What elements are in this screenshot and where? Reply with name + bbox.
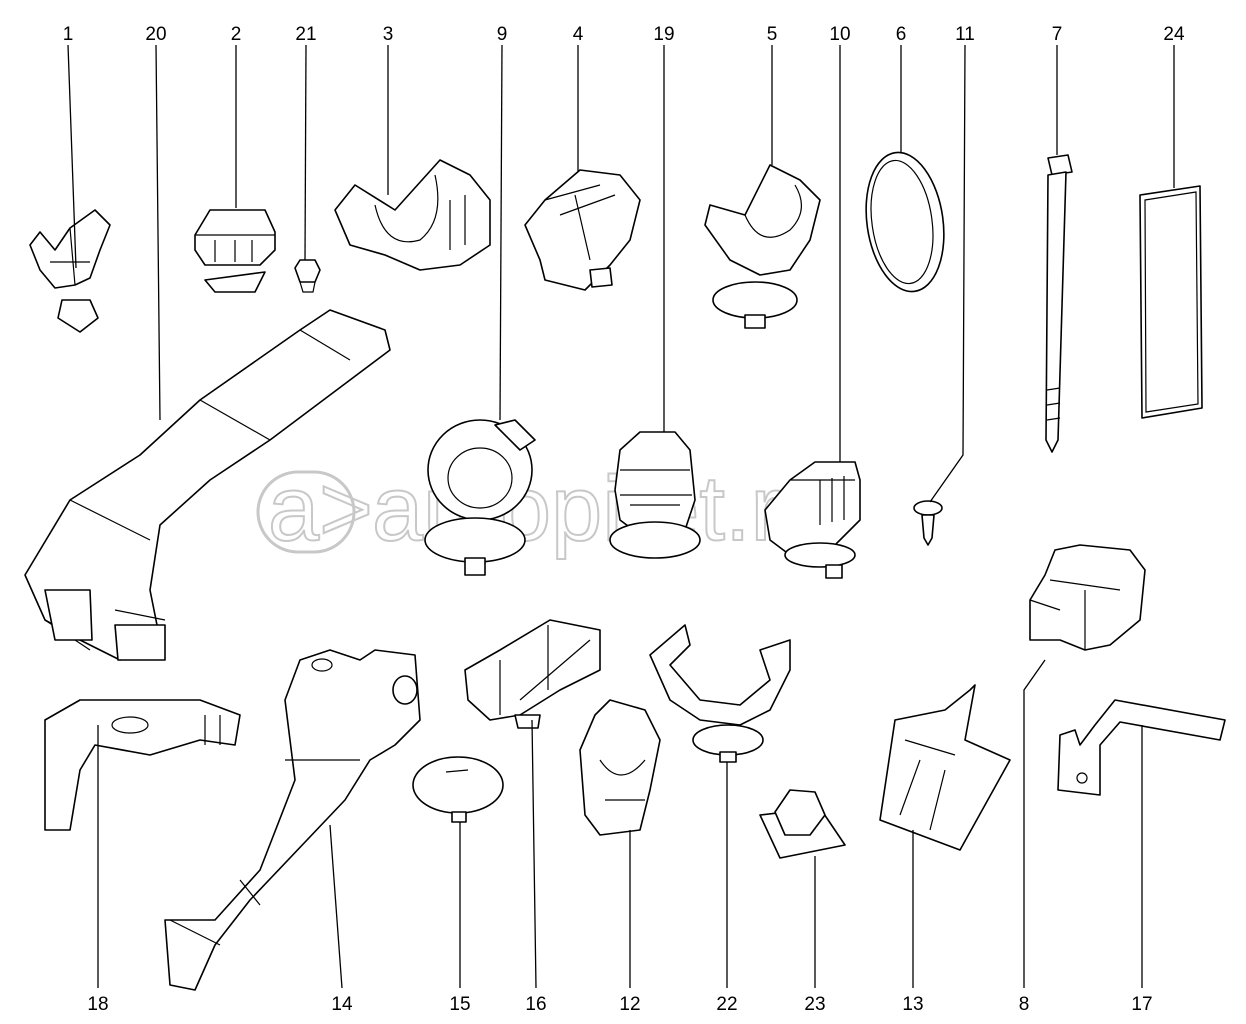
callout-label-10: 10 — [829, 24, 850, 45]
part-19-clip — [609, 431, 701, 559]
leader-line-9 — [499, 44, 503, 421]
callout-label-2: 2 — [231, 24, 242, 45]
part-2-clip — [194, 209, 276, 293]
part-20-harness-duct — [24, 309, 391, 661]
callout-label-24: 24 — [1163, 24, 1185, 45]
part-16-clip — [464, 619, 601, 729]
part-15-plug — [412, 756, 504, 823]
part-24-pad — [1139, 185, 1203, 419]
watermark-logo: a> — [268, 458, 373, 560]
callout-label-17: 17 — [1131, 994, 1152, 1015]
part-21-nut — [294, 259, 321, 293]
part-14-duct — [164, 649, 421, 991]
callout-label-11: 11 — [955, 24, 975, 45]
callout-label-16: 16 — [525, 994, 546, 1015]
part-17-bracket — [1057, 699, 1226, 796]
callout-label-1: 1 — [63, 24, 74, 45]
leader-line-8 — [1023, 659, 1046, 988]
part-9-round-clip — [424, 419, 536, 576]
part-8-clip — [1029, 544, 1146, 651]
part-4-strap-clip — [524, 169, 641, 291]
part-11-screw — [913, 500, 943, 546]
callout-label-22: 22 — [716, 994, 737, 1015]
leader-line-20 — [155, 44, 161, 421]
callout-label-5: 5 — [767, 24, 778, 45]
watermark: a> autopitet.ru — [256, 457, 833, 561]
part-1-clip — [29, 209, 111, 333]
callout-label-9: 9 — [497, 24, 508, 45]
part-5-clip — [704, 164, 821, 329]
callout-label-18: 18 — [87, 994, 108, 1015]
leader-line-11 — [929, 44, 966, 503]
part-22-clip — [649, 624, 791, 763]
leader-line-21 — [304, 44, 307, 261]
leader-lines — [67, 44, 1175, 989]
leader-line-14 — [329, 824, 343, 989]
part-18-bracket — [44, 699, 241, 831]
part-13-bracket — [879, 684, 1011, 851]
callout-label-15: 15 — [449, 994, 470, 1015]
callout-label-20: 20 — [145, 24, 166, 45]
part-10-clip — [764, 461, 861, 579]
callout-label-3: 3 — [383, 24, 394, 45]
leader-line-1 — [67, 44, 77, 269]
callout-label-6: 6 — [896, 24, 907, 45]
callout-label-12: 12 — [619, 994, 640, 1015]
part-6-grommet — [865, 151, 945, 293]
callout-label-4: 4 — [573, 24, 584, 45]
callout-label-21: 21 — [295, 24, 316, 45]
callout-label-13: 13 — [902, 994, 923, 1015]
part-12-clip — [579, 699, 661, 836]
leader-line-16 — [531, 719, 537, 989]
part-7-cable-tie — [1045, 154, 1073, 453]
parts — [24, 151, 1226, 991]
callout-label-23: 23 — [804, 994, 825, 1015]
callout-label-19: 19 — [653, 24, 674, 45]
callout-label-14: 14 — [331, 994, 353, 1015]
part-23-adhesive-clip — [759, 789, 846, 859]
callout-labels: 1 20 2 21 3 9 4 19 5 10 6 11 7 24 18 14 15 16 12 22 23 13 8 17 — [63, 24, 1185, 1015]
watermark-logo-icon — [256, 470, 356, 554]
callout-label-7: 7 — [1052, 24, 1063, 45]
callout-label-8: 8 — [1019, 994, 1030, 1015]
part-3-double-clip — [334, 159, 491, 271]
